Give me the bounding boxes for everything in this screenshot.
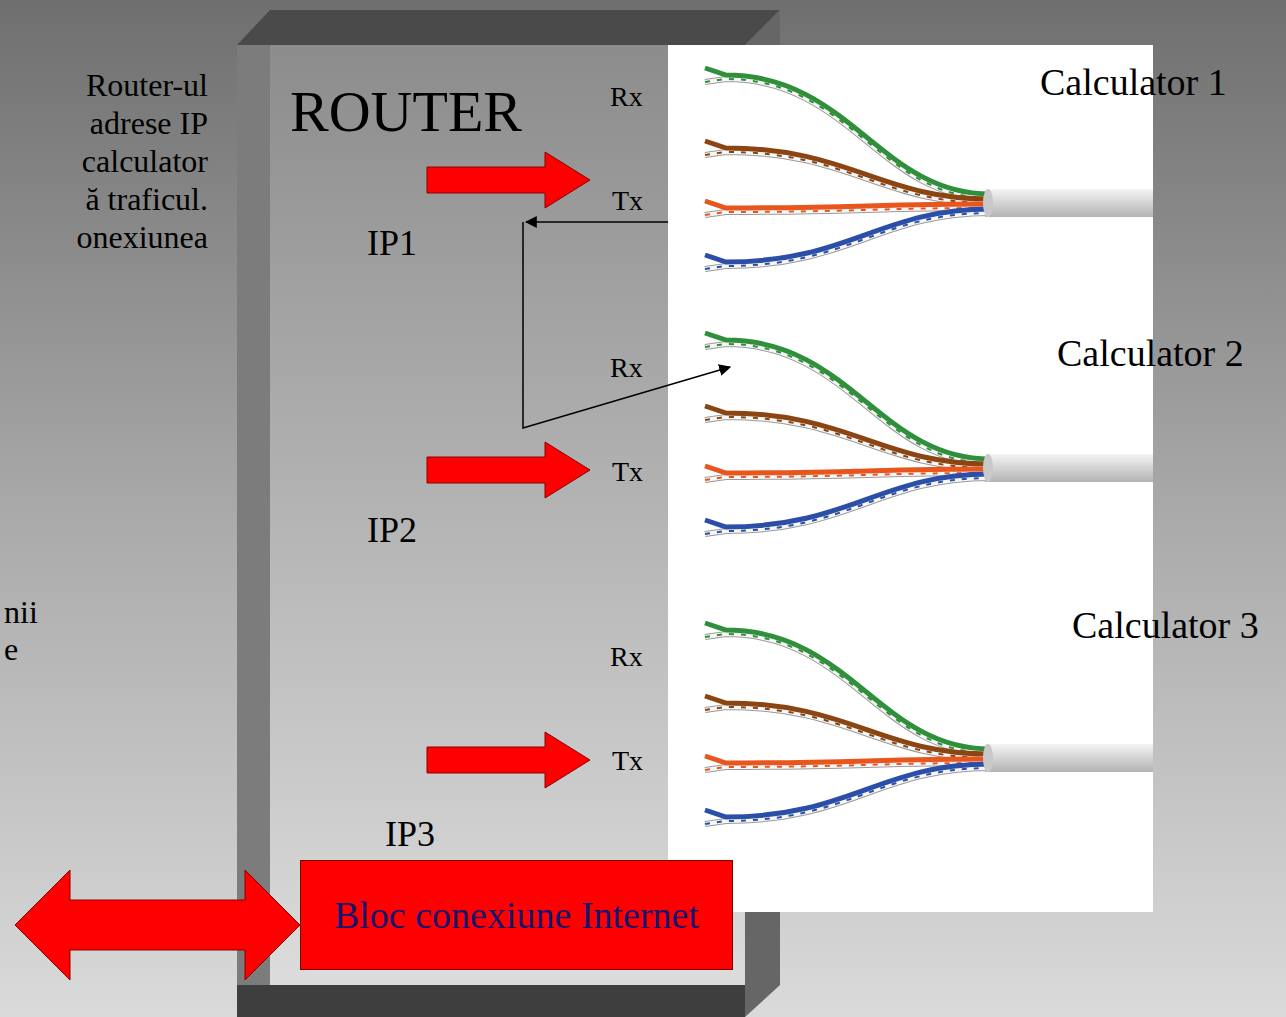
- signal-name: Tx: [612, 744, 643, 778]
- forwarding-line: [526, 221, 668, 223]
- ip-address-label: IP2: [367, 509, 417, 552]
- cable-photo-ground: [668, 45, 1153, 912]
- transmit-arrow: [427, 152, 590, 208]
- device-title: ROUTER: [290, 79, 522, 145]
- signal-name: Rx: [610, 351, 643, 385]
- computer-label: Calculator 1: [1040, 59, 1227, 105]
- computer-label: Calculator 3: [1072, 602, 1259, 648]
- slide-text: nii e: [4, 594, 48, 668]
- network-cable: [705, 623, 1153, 824]
- router-box: ROUTER Bloc conexiune Internet: [270, 45, 745, 985]
- signal-name: Rx: [610, 640, 643, 674]
- computer-label: Calculator 2: [1057, 330, 1244, 376]
- block-title: Bloc conexiune Internet: [334, 893, 699, 937]
- signal-name: Rx: [610, 80, 643, 114]
- internet-double-arrow: [15, 870, 300, 980]
- signal-name: Tx: [612, 455, 643, 489]
- transmit-arrow: [427, 732, 590, 788]
- transmit-arrow: [427, 442, 590, 498]
- router-left-bevel: [237, 45, 270, 1017]
- signal-name: Tx: [612, 184, 643, 218]
- internet-connection-block: Bloc conexiune Internet: [300, 860, 733, 970]
- slide-text: Router-ul adrese IP calculator ă traficu…: [68, 66, 208, 256]
- ip-address-label: IP3: [385, 813, 435, 856]
- router-bottom-bevel: [237, 985, 745, 1017]
- forwarding-line: [523, 222, 730, 428]
- ip-address-label: IP1: [367, 222, 417, 265]
- router-top-bevel: [237, 10, 780, 45]
